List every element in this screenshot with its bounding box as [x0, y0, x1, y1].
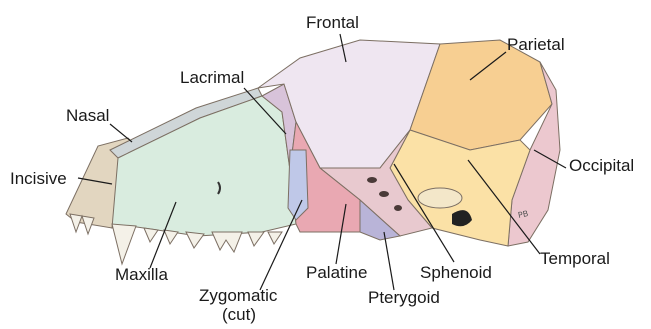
label-incisive: Incisive: [10, 170, 67, 188]
label-zygomatic: Zygomatic: [199, 287, 277, 305]
foramen-2: [379, 191, 389, 197]
carnassial-tooth: [212, 232, 242, 252]
tympanic-bulla: [418, 188, 462, 208]
label-nasal: Nasal: [66, 107, 109, 125]
premolar-1: [144, 228, 158, 242]
foramen-1: [367, 177, 377, 183]
premolar-2: [164, 230, 178, 244]
label-pterygoid: Pterygoid: [368, 289, 440, 307]
label-palatine: Palatine: [306, 264, 367, 282]
molar-1: [248, 232, 264, 246]
label-temporal: Temporal: [540, 250, 610, 268]
premolar-3: [186, 232, 204, 248]
label-zygomatic-cut: (cut): [222, 306, 256, 324]
label-frontal: Frontal: [306, 14, 359, 32]
leader-nasal: [110, 124, 132, 142]
incisor-teeth: [70, 214, 94, 234]
canine-tooth: [112, 224, 136, 264]
label-sphenoid: Sphenoid: [420, 264, 492, 282]
molar-2: [268, 232, 282, 244]
label-occipital: Occipital: [569, 157, 634, 175]
maxilla-bone: [112, 96, 296, 236]
label-maxilla: Maxilla: [115, 266, 168, 284]
label-lacrimal: Lacrimal: [180, 69, 244, 87]
leader-pterygoid: [384, 232, 394, 290]
label-parietal: Parietal: [507, 36, 565, 54]
foramen-3: [394, 205, 402, 211]
